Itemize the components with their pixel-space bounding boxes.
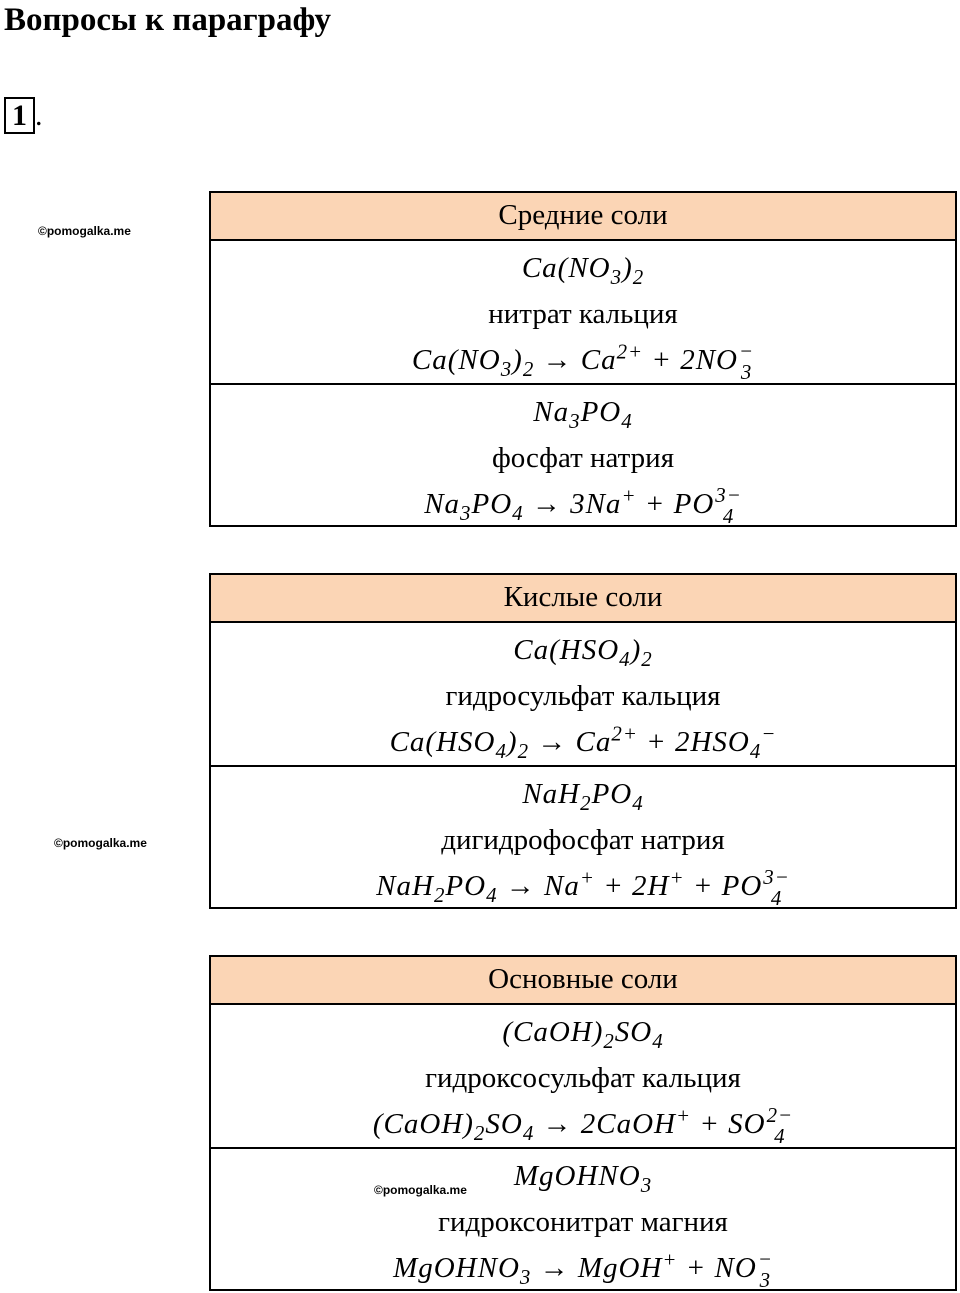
- salt-formula: (CaOH)2SO4: [502, 1016, 664, 1053]
- salt-formula: NaH2PO4: [522, 778, 644, 815]
- salt-name: гидроксосульфат кальция: [425, 1062, 741, 1094]
- salt-name: гидроксонитрат магния: [438, 1206, 728, 1238]
- dissociation-equation: MgOHNO3 → MgOH+ + NO−3: [393, 1247, 773, 1293]
- salt-name: гидросульфат кальция: [445, 680, 721, 712]
- table-header: Средние соли: [211, 193, 955, 241]
- salt-cell: (CaOH)2SO4 гидроксосульфат кальция (CaOH…: [211, 1005, 955, 1147]
- salt-formula: Ca(HSO4)2: [513, 634, 653, 671]
- question-number-box: 1: [4, 97, 35, 134]
- salts-table-basic: Основные соли (CaOH)2SO4 гидроксосульфат…: [209, 955, 957, 1291]
- watermark: ©pomogalka.me: [374, 1183, 467, 1197]
- salt-cell: Ca(NO3)2 нитрат кальция Ca(NO3)2 → Ca2+ …: [211, 241, 955, 383]
- table-header: Основные соли: [211, 957, 955, 1005]
- table-header: Кислые соли: [211, 575, 955, 623]
- salt-cell: NaH2PO4 дигидрофосфат натрия NaH2PO4 → N…: [211, 765, 955, 911]
- dissociation-equation: Ca(HSO4)2 → Ca2+ + 2HSO4−: [389, 721, 777, 763]
- dissociation-equation: Ca(NO3)2 → Ca2+ + 2NO−3: [411, 339, 755, 385]
- salt-formula: Na3PO4: [533, 396, 633, 433]
- salt-cell: MgOHNO3 ©pomogalka.me гидроксонитрат маг…: [211, 1147, 955, 1293]
- salt-formula: Ca(NO3)2: [521, 252, 645, 289]
- question-number: 1.: [4, 97, 43, 134]
- salt-name: фосфат натрия: [491, 442, 675, 474]
- watermark: ©pomogalka.me: [54, 836, 147, 850]
- watermark: ©pomogalka.me: [38, 224, 131, 238]
- salt-cell: Ca(HSO4)2 гидросульфат кальция Ca(HSO4)2…: [211, 623, 955, 765]
- salt-name: дигидрофосфат натрия: [441, 824, 725, 856]
- salt-name: нитрат кальция: [488, 298, 678, 330]
- salts-table-medium: Средние соли Ca(NO3)2 нитрат кальция Ca(…: [209, 191, 957, 527]
- page-title: Вопросы к параграфу: [4, 2, 332, 38]
- salts-table-acidic: Кислые соли Ca(HSO4)2 гидросульфат кальц…: [209, 573, 957, 909]
- question-number-dot: .: [35, 99, 43, 132]
- salt-formula: MgOHNO3: [513, 1160, 653, 1197]
